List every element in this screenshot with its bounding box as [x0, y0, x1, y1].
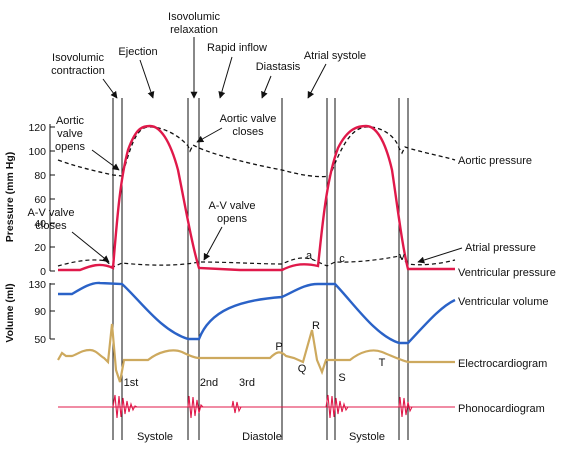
- label-ecg-q: Q: [298, 363, 307, 375]
- heart-sound-2b-burst: [398, 396, 413, 418]
- aortic-pressure-curve: [57, 126, 456, 178]
- label-ecg-s: S: [338, 372, 345, 384]
- label-diastole: Diastole: [242, 431, 282, 443]
- ventricular-pressure-curve: [58, 124, 455, 272]
- label-atrial-systole: Atrial systole: [304, 50, 366, 62]
- label-aortic-valve-opens-line1: Aortic: [56, 115, 85, 127]
- label-systole-2: Systole: [349, 431, 385, 443]
- label-systole-1: Systole: [137, 431, 173, 443]
- label-av-valve-closes-line2: closes: [35, 220, 67, 232]
- arrow-aortic-valve-closes: [196, 127, 223, 143]
- label-diastasis: Diastasis: [256, 61, 301, 73]
- label-ecg-r: R: [312, 320, 320, 332]
- heart-sound-2-burst: [187, 395, 204, 419]
- heart-sound-1b-burst: [325, 394, 349, 419]
- phonocardiogram-trace: [58, 394, 455, 419]
- arrow-av-valve-opens: [203, 226, 223, 261]
- label-aortic-valve-closes-line2: closes: [232, 126, 264, 138]
- heart-sound-1-burst: [112, 394, 138, 419]
- label-isovolumic-relaxation-line2: relaxation: [170, 24, 218, 36]
- pressure-tick-120: 120: [28, 122, 46, 134]
- label-ventricular-pressure: Ventricular pressure: [458, 267, 556, 279]
- label-aortic-pressure: Aortic pressure: [458, 155, 532, 167]
- label-av-valve-closes-line1: A-V valve: [27, 207, 74, 219]
- label-aortic-valve-opens-line3: opens: [55, 141, 85, 153]
- arrow-atrial-pressure: [417, 247, 463, 264]
- volume-tick-50: 50: [34, 334, 46, 346]
- label-wave-v: v: [399, 251, 405, 263]
- arrow-av-valve-closes: [71, 231, 110, 263]
- pressure-tick-60: 60: [34, 194, 46, 206]
- arrow-rapid-inflow: [218, 56, 233, 99]
- top-labels: Isovolumic contraction Ejection Isovolum…: [51, 11, 366, 99]
- pressure-tick-0: 0: [40, 266, 46, 278]
- label-ejection: Ejection: [118, 46, 157, 58]
- arrow-atrial-systole: [307, 63, 327, 99]
- label-rapid-inflow: Rapid inflow: [207, 42, 267, 54]
- label-phonocardiogram: Phonocardiogram: [458, 403, 545, 415]
- pressure-tick-40: 40: [34, 218, 46, 230]
- volume-axis-label: Volume (ml): [4, 283, 16, 342]
- pressure-tick-20: 20: [34, 242, 46, 254]
- label-isovolumic-relaxation-line1: Isovolumic: [168, 11, 220, 23]
- pressure-axis: 120 100 80 60 40 20 0 Pressure (mm Hg): [4, 122, 55, 278]
- label-ecg-p: P: [275, 341, 282, 353]
- volume-axis: 130 90 50 Volume (ml): [4, 279, 55, 346]
- pressure-axis-label: Pressure (mm Hg): [4, 152, 16, 242]
- label-av-valve-opens-line1: A-V valve: [208, 200, 255, 212]
- volume-tick-130: 130: [28, 279, 46, 291]
- arrow-aortic-valve-opens: [91, 149, 120, 171]
- label-isovolumic-contraction-line2: contraction: [51, 65, 105, 77]
- label-heart-sound-1st: 1st: [124, 377, 139, 389]
- label-wave-c: c: [339, 253, 345, 265]
- ventricular-volume-curve: [58, 281, 456, 345]
- electrocardiogram-curve: [57, 323, 455, 383]
- label-aortic-valve-closes-line1: Aortic valve: [220, 113, 277, 125]
- arrow-diastasis: [261, 75, 272, 99]
- arrow-isovolumic-contraction: [102, 78, 118, 99]
- label-wave-a: a: [306, 250, 313, 262]
- label-heart-sound-2nd: 2nd: [200, 377, 218, 389]
- label-ecg-t: T: [379, 357, 386, 369]
- label-ventricular-volume: Ventricular volume: [458, 296, 549, 308]
- trace-labels: Aortic pressure Atrial pressure Ventricu…: [417, 155, 556, 415]
- atrial-pressure-curve: [57, 255, 456, 268]
- label-electrocardiogram: Electrocardiogram: [458, 358, 547, 370]
- pressure-tick-100: 100: [28, 146, 46, 158]
- annotations: Aortic valve opens Aortic valve closes A…: [27, 113, 405, 389]
- arrow-ejection: [139, 59, 155, 99]
- label-atrial-pressure: Atrial pressure: [465, 242, 536, 254]
- label-av-valve-opens-line2: opens: [217, 213, 247, 225]
- label-aortic-valve-opens-line2: valve: [57, 128, 83, 140]
- label-heart-sound-3rd: 3rd: [239, 377, 255, 389]
- volume-tick-90: 90: [34, 306, 46, 318]
- label-isovolumic-contraction-line1: Isovolumic: [52, 52, 104, 64]
- heart-sound-3-burst: [231, 400, 242, 414]
- pressure-tick-80: 80: [34, 170, 46, 182]
- phase-labels: Systole Diastole Systole: [137, 431, 385, 443]
